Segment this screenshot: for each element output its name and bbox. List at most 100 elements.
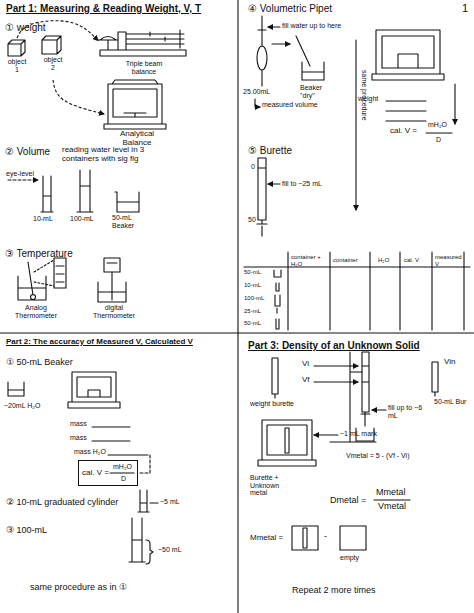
analytical-balance (258, 420, 316, 466)
leader-line (138, 455, 150, 473)
connector-arrow (53, 80, 104, 114)
table-header: measured V (435, 254, 463, 267)
scale-mark: 0 (251, 163, 255, 171)
note-text: measured volume (262, 101, 318, 109)
step-heading: ① weight (5, 22, 46, 33)
table-cell: 50-mL (244, 320, 261, 327)
object-node: object 2 (38, 34, 68, 80)
step-heading: ⑤ Burette (248, 145, 292, 156)
arrow (314, 381, 358, 382)
analog-thermometer (18, 258, 66, 300)
balance-node: Analytical Balance (104, 80, 170, 148)
formula-text: Vmetal = 5 - (Vf - Vi) (346, 452, 409, 460)
note-text: ~5 mL (160, 498, 180, 506)
object-node: object 1 (4, 38, 30, 80)
container-label: 10-mL (33, 215, 53, 223)
arrow (372, 409, 386, 410)
burette (361, 352, 370, 426)
instrument-label: digital Thermometer (92, 304, 136, 319)
node-text: mH₂O (113, 463, 132, 471)
volumetric-pipet (257, 16, 267, 86)
arrow (255, 99, 260, 107)
note-text: same procedure as in ① (30, 583, 127, 593)
arrow (314, 365, 358, 366)
note-text: fill to ~25 mL (282, 180, 322, 188)
balance-sketch (292, 526, 366, 550)
formula-text: cal. V = (390, 127, 417, 136)
object-cube (42, 36, 61, 54)
brace (146, 540, 153, 564)
note-text: weight burette (250, 400, 294, 408)
formula-text: Dmetal = (330, 496, 366, 506)
note-text: 50-mL Bur (434, 398, 466, 406)
note-text: reading water level in 3 containers with… (62, 146, 172, 164)
volume-label: Vin (444, 358, 455, 367)
note-text: ~50 mL (158, 546, 182, 554)
digital-thermometer (98, 258, 126, 302)
formula-text: - (324, 532, 327, 542)
graduated-cylinder (41, 176, 53, 212)
graduated-cylinder (138, 490, 149, 512)
container-label: 50-mL Beaker (112, 214, 146, 229)
step-heading: ③ Temperature (5, 248, 73, 259)
container-icon (274, 270, 281, 329)
table-header: H₂O (378, 257, 389, 264)
volume-label: Vi (302, 360, 309, 369)
connector-arrow (17, 21, 98, 41)
formula-box: cal. V =mH₂OD (78, 460, 138, 486)
leader-line (150, 502, 158, 503)
row-label: mass (70, 434, 87, 442)
step-heading: ② Volume (5, 146, 50, 157)
burette (432, 362, 438, 396)
note-text: ~1 mL mark (340, 430, 377, 438)
fraction-bar (110, 472, 134, 473)
beaker (8, 382, 24, 396)
graduated-cylinder (77, 170, 93, 212)
beaker (115, 192, 139, 212)
analytical-balance (104, 80, 166, 129)
table-cell: 100-mL (244, 295, 264, 302)
table-header: cal. V (404, 257, 419, 264)
node-text: Triple beam balance (118, 60, 170, 75)
arrow (268, 26, 280, 27)
node-text: cal. V = (82, 469, 109, 478)
node-text: object 2 (42, 56, 64, 71)
formula-text: Mmetal (376, 488, 406, 498)
blank-line (386, 101, 426, 121)
magnifier-line (34, 260, 54, 286)
step-heading: ② 10-mL graduated cylinder (6, 498, 118, 508)
burette (257, 158, 267, 236)
formula-text: Vmetal (378, 502, 406, 512)
step-heading: ① 50-mL Beaker (6, 358, 73, 368)
note-text: 25.00mL (243, 88, 270, 96)
arrow (272, 43, 290, 44)
scale-mark: 50 (248, 216, 256, 224)
instrument-label: Analog Thermometer (14, 304, 58, 319)
fraction-bar (374, 499, 410, 500)
eye-level-arrow (8, 179, 38, 180)
step-heading: ④ Volumetric Pipet (248, 3, 332, 14)
burette (272, 358, 278, 398)
formula-text: Mmetal = (250, 534, 283, 543)
formula-text: D (436, 136, 441, 144)
section-heading: Part 1: Measuring & Reading Weight, V, T (6, 3, 201, 14)
note-text: fill water up to here (282, 22, 341, 30)
node-text: Analytical Balance (115, 130, 159, 148)
volume-label: Vf (302, 376, 310, 385)
table-header: container + H₂O (291, 254, 329, 267)
arrow (268, 183, 280, 184)
table-header: container (333, 257, 358, 264)
table-cell: 50-mL (244, 269, 261, 276)
note-text: eye-level (6, 170, 34, 178)
step-heading: ③ 100-mL (6, 526, 47, 536)
table-cell: 10-mL (244, 282, 261, 289)
volumetric-pipet (296, 36, 310, 66)
note-text: Repeat 2 more times (292, 586, 376, 596)
graduated-cylinder (129, 518, 145, 562)
table-cell: 25-mL (244, 308, 261, 315)
